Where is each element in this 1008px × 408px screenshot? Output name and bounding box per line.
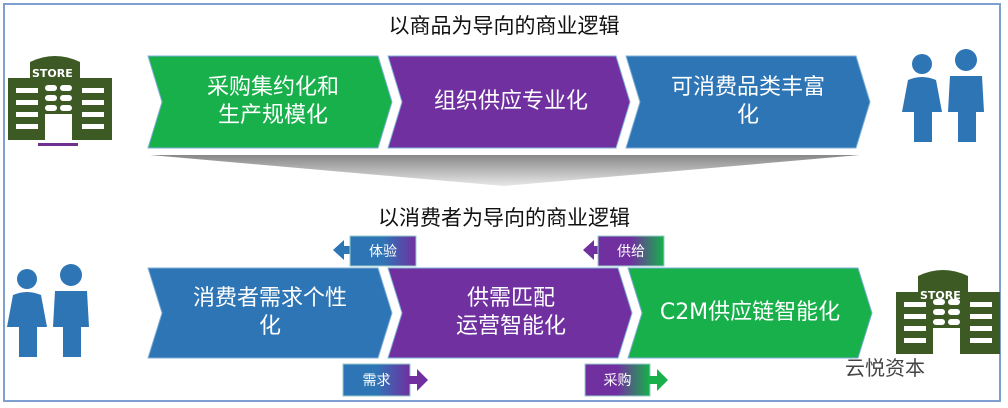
title-bottom: 以消费者为导向的商业逻辑 [378,206,630,230]
label-experience: 体验 [369,244,397,260]
funnel-arrow [150,155,860,186]
chevron-bottom-1 [147,267,393,359]
chain-top-3: 可消费品类丰富 化 [670,75,825,128]
label-supply: 供给 [617,244,645,260]
store-icon [8,56,112,146]
title-top: 以商品为导向的商业逻辑 [388,14,620,38]
store-icon [896,270,1000,354]
store-label: STORE [32,67,73,80]
chevron-bottom-3 [627,267,873,359]
chain-bottom-1: 消费者需求个性 化 [192,286,347,339]
label-demand: 需求 [362,373,391,389]
people-icon [7,264,89,357]
chevron-top-1 [147,55,393,149]
label-purchase: 采购 [603,373,632,389]
arrow-right-demand [408,369,428,391]
arrow-left-experience [333,240,352,260]
arrow-right-purchase [648,369,668,391]
frame [3,3,1001,402]
arrow-left-supply [583,240,600,260]
watermark: 云悦资本 [845,356,925,380]
chevron-bottom-2 [387,267,633,359]
chain-bottom-2: 供需匹配 运营智能化 [455,286,566,339]
chevron-top-2 [387,55,631,149]
chain-top-1: 采购集约化和 生产规模化 [206,75,339,128]
store-label: STORE [920,289,961,302]
chain-bottom-3: C2M供应链智能化 [659,300,841,325]
chevron-top-3 [625,55,871,149]
people-icon [902,49,984,142]
chain-top-2: 组织供应专业化 [433,89,588,114]
